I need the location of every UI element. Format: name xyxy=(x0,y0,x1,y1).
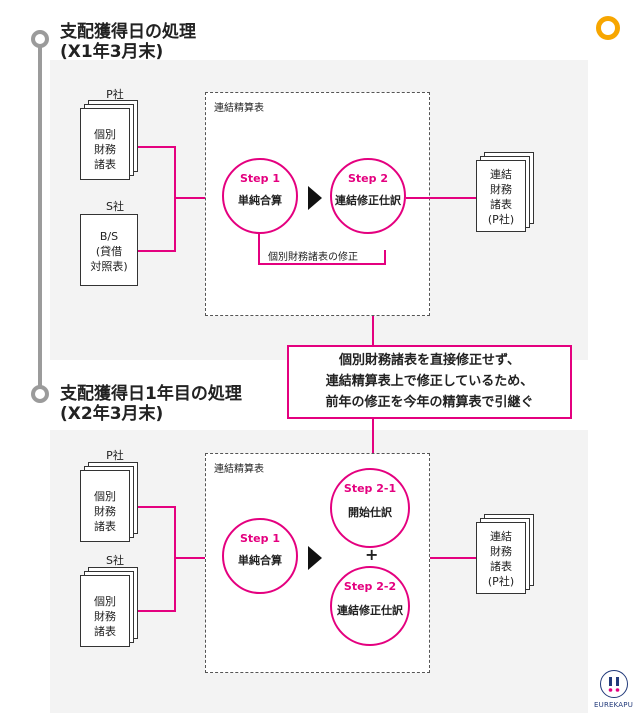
carryover-callout: 個別財務諸表を直接修正せず、 連結精算表上で修正しているため、 前年の修正を今年… xyxy=(287,345,572,419)
timeline-dot-2 xyxy=(31,385,49,403)
orange-ring-icon xyxy=(596,16,620,40)
step1-circle-2: Step 1 単純合算 xyxy=(222,518,298,594)
section1-heading: 支配獲得日の処理 (X1年3月末) xyxy=(60,22,196,62)
modification-label: 個別財務諸表の修正 xyxy=(266,248,360,263)
plus-sign: + xyxy=(365,545,379,564)
eurekapu-logo-icon xyxy=(600,670,628,698)
s-company-label-2: S社 xyxy=(106,554,124,567)
p-financial-statements-doc-2: 個別 財務 諸表 xyxy=(80,462,138,542)
step2-circle: Step 2 連結修正仕訳 xyxy=(330,158,406,234)
p-company-label-2: P社 xyxy=(106,449,124,462)
section2-heading: 支配獲得日1年目の処理 (X2年3月末) xyxy=(60,384,242,424)
arrow-right-icon-2 xyxy=(308,546,322,570)
s-company-label: S社 xyxy=(106,200,124,213)
arrow-right-icon xyxy=(308,186,322,210)
logo-text: EUREKAPU xyxy=(594,701,634,709)
p-financial-statements-doc: 個別 財務 諸表 xyxy=(80,100,138,180)
s-balance-sheet-doc: B/S (貸借 対照表) xyxy=(80,214,138,286)
timeline-dot-1 xyxy=(31,30,49,48)
step1-circle: Step 1 単純合算 xyxy=(222,158,298,234)
step2-1-circle: Step 2-1 開始仕訳 xyxy=(330,468,410,548)
consolidated-statements-doc-2: 連結 財務 諸表 (P社) xyxy=(476,514,534,594)
step2-2-circle: Step 2-2 連結修正仕訳 xyxy=(330,566,410,646)
timeline-line xyxy=(38,40,42,392)
consolidated-statements-doc-1: 連結 財務 諸表 (P社) xyxy=(476,152,534,232)
p-company-label: P社 xyxy=(106,88,124,101)
s-financial-statements-doc-2: 個別 財務 諸表 xyxy=(80,567,138,647)
